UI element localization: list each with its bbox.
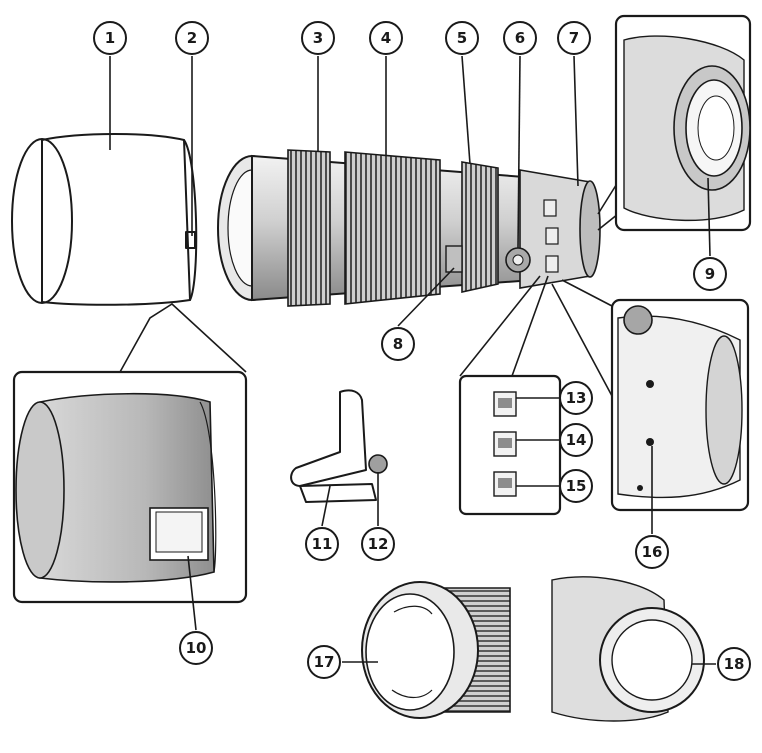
main-lens-body	[109, 55, 619, 397]
svg-text:3: 3	[313, 29, 323, 47]
callout-5: 5	[445, 21, 479, 55]
svg-text:13: 13	[566, 389, 587, 407]
svg-text:1: 1	[105, 29, 115, 47]
rear-mount-panel	[614, 14, 752, 257]
callout-13: 13	[559, 381, 593, 415]
callout-12: 12	[361, 527, 395, 561]
callout-2: 2	[175, 21, 209, 55]
lens-hood	[11, 133, 198, 306]
hood-closeup-panel	[12, 302, 248, 631]
svg-text:5: 5	[457, 29, 467, 47]
callout-1: 1	[93, 21, 127, 55]
callout-14: 14	[559, 423, 593, 457]
callout-15: 15	[559, 469, 593, 503]
svg-text:11: 11	[312, 535, 333, 553]
callout-6: 6	[503, 21, 537, 55]
side-view-panel	[610, 298, 750, 534]
callout-18: 18	[717, 647, 751, 681]
svg-text:18: 18	[724, 655, 745, 673]
svg-text:7: 7	[569, 29, 579, 47]
rear-cap-view	[551, 576, 716, 722]
svg-text:2: 2	[187, 29, 197, 47]
svg-text:15: 15	[566, 477, 587, 495]
callout-11: 11	[305, 527, 339, 561]
svg-text:12: 12	[368, 535, 389, 553]
svg-text:8: 8	[393, 335, 403, 353]
callout-9: 9	[693, 257, 727, 291]
svg-text:9: 9	[705, 265, 715, 283]
front-cap-view	[342, 581, 511, 719]
callout-17: 17	[307, 645, 341, 679]
callout-7: 7	[557, 21, 591, 55]
svg-text:4: 4	[381, 29, 391, 47]
callout-4: 4	[369, 21, 403, 55]
svg-text:17: 17	[314, 653, 335, 671]
callout-16: 16	[635, 535, 669, 569]
svg-text:10: 10	[186, 639, 207, 657]
callout-3: 3	[301, 21, 335, 55]
svg-text:16: 16	[642, 543, 663, 561]
callout-8: 8	[381, 327, 415, 361]
svg-text:6: 6	[515, 29, 525, 47]
switch-panel	[458, 374, 562, 516]
callout-10: 10	[179, 631, 213, 665]
tripod-foot	[290, 389, 388, 527]
svg-text:14: 14	[566, 431, 587, 449]
